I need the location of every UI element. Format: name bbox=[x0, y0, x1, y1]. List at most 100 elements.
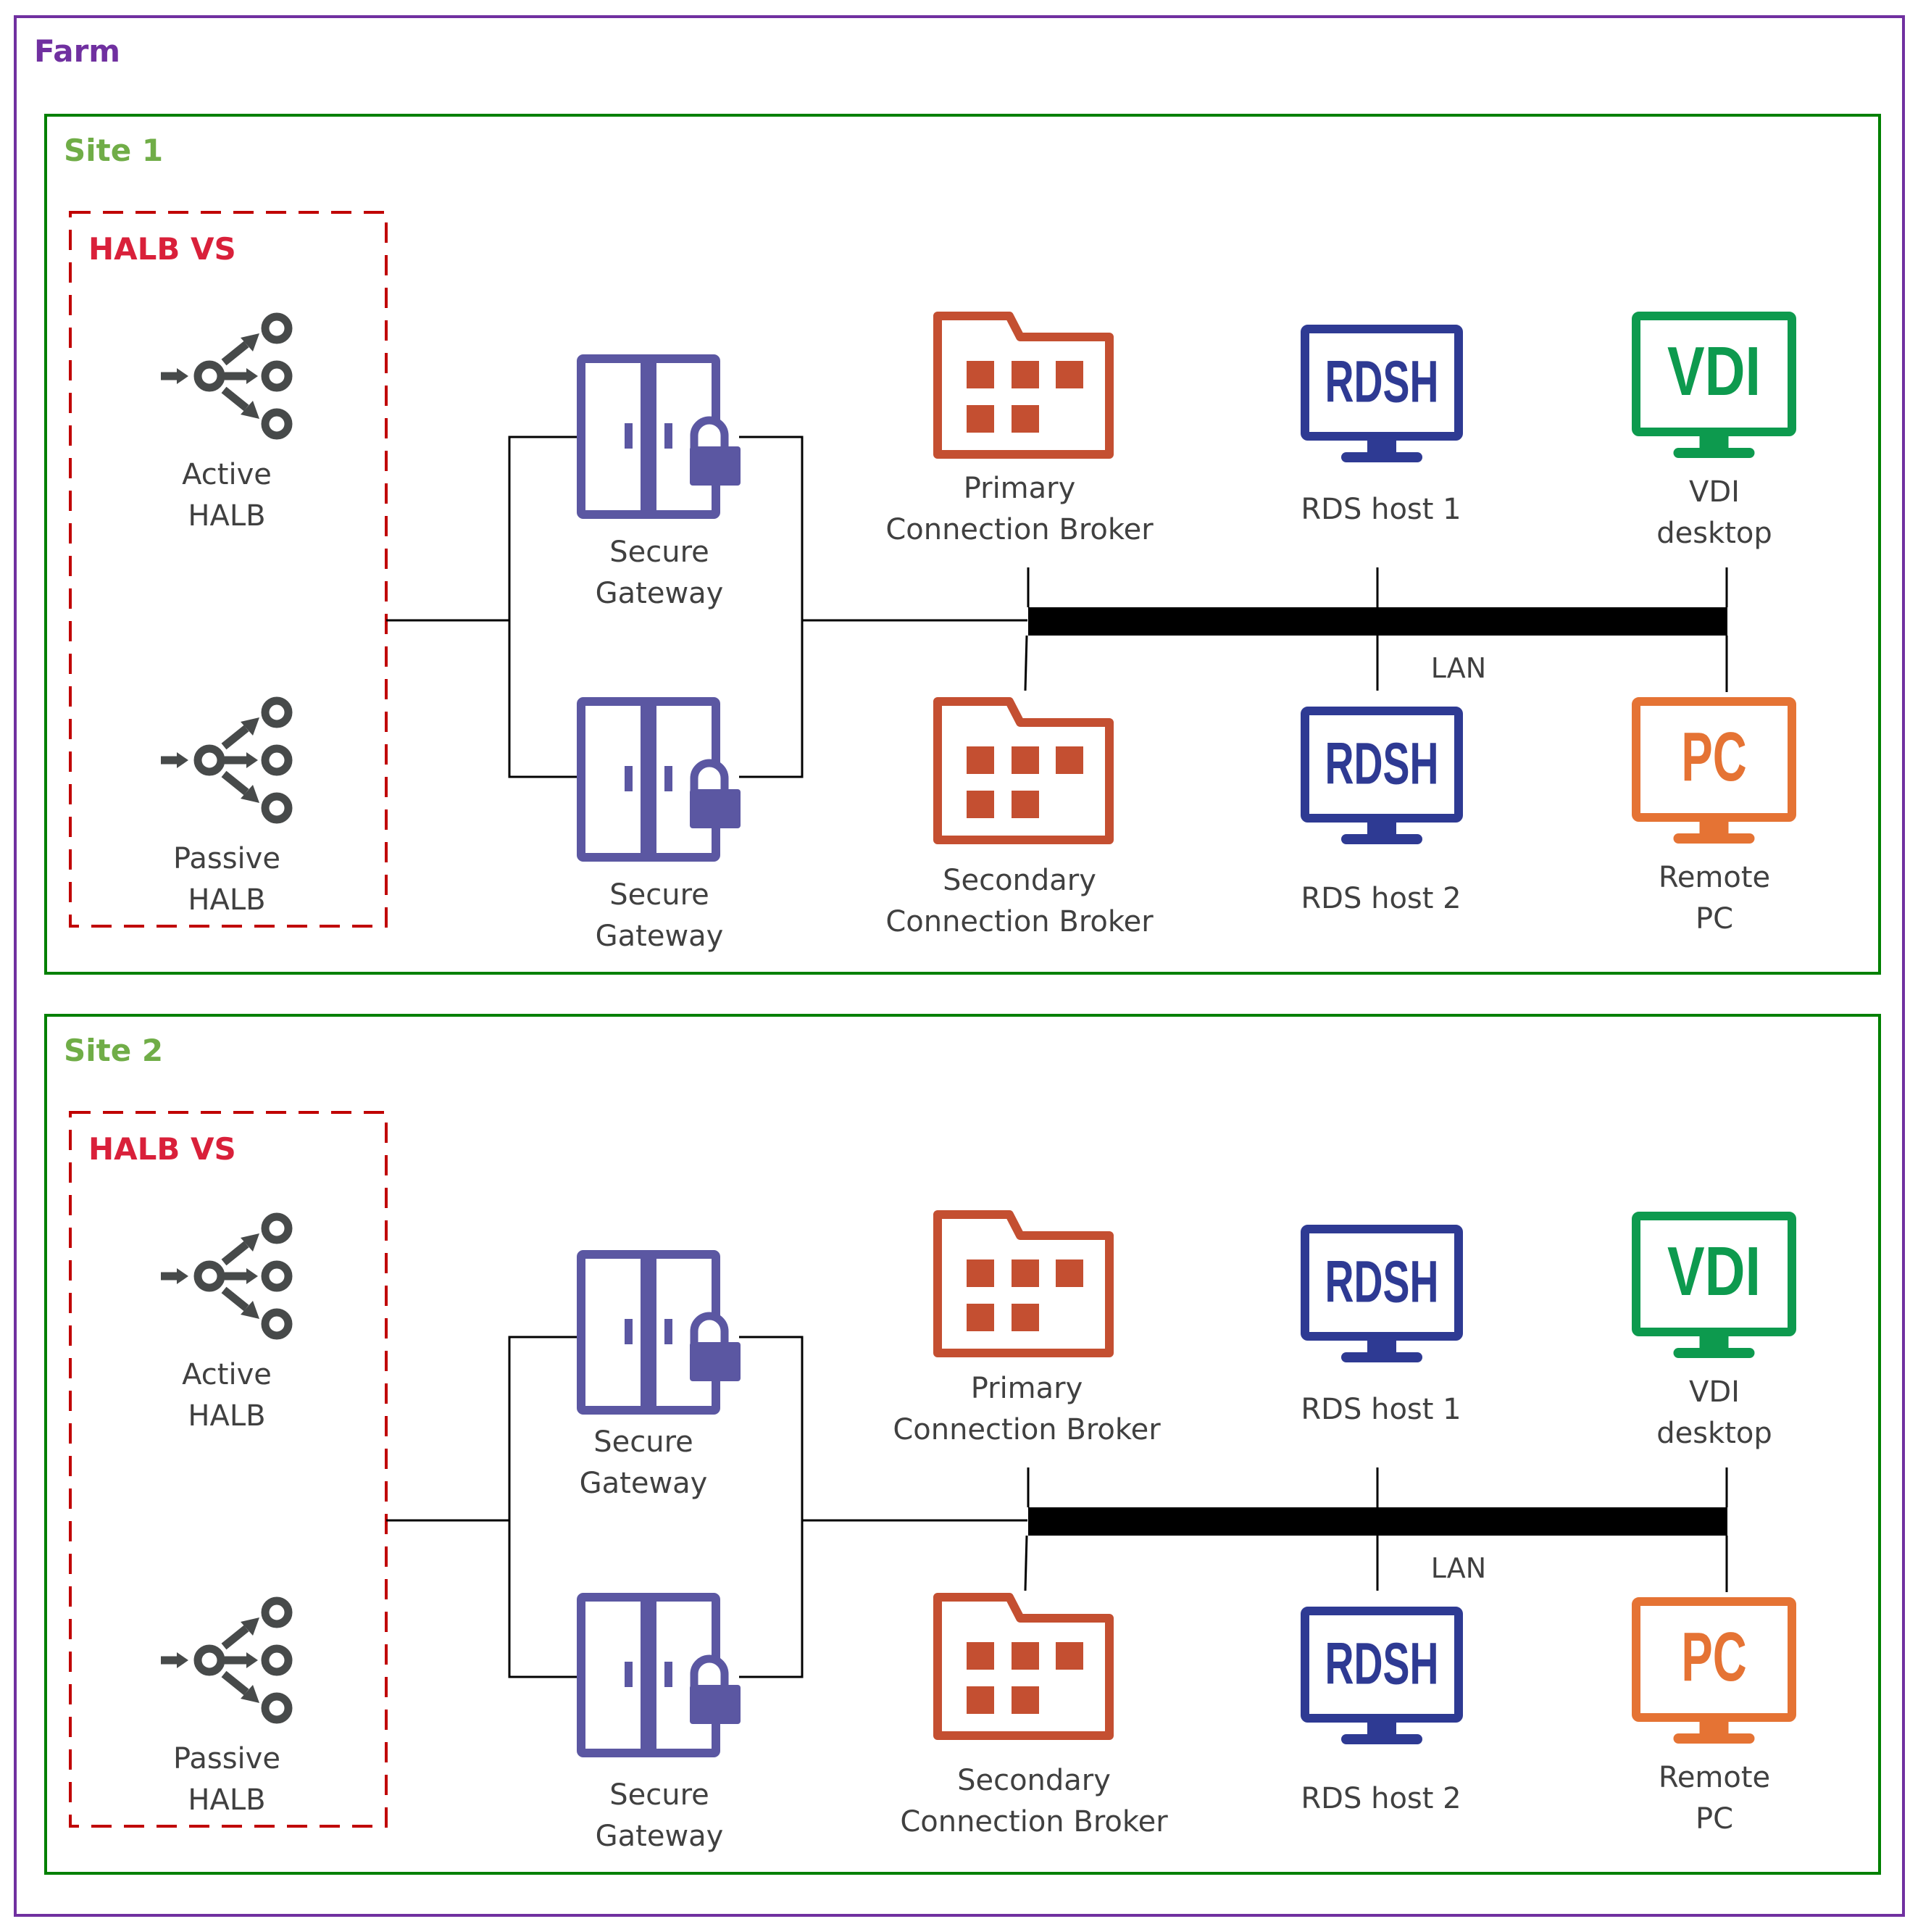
target-ring bbox=[261, 1308, 293, 1340]
arrow-head bbox=[246, 752, 258, 768]
door-handle bbox=[664, 1319, 672, 1344]
target-ring bbox=[261, 792, 293, 824]
target-ring bbox=[261, 1692, 293, 1724]
site-label: Site 1 bbox=[64, 133, 163, 168]
target-ring bbox=[261, 408, 293, 440]
monitor-screen bbox=[1301, 707, 1463, 823]
passive-halb[interactable] bbox=[161, 1596, 293, 1724]
monitor-text: RDSH bbox=[1325, 731, 1439, 797]
secure-gateway-bottom[interactable] bbox=[577, 1593, 741, 1757]
vdi-desktop[interactable]: VDI bbox=[1632, 1212, 1796, 1358]
monitor-text: RDSH bbox=[1325, 1631, 1439, 1697]
secure-gateway-bottom[interactable] bbox=[577, 697, 741, 862]
arrow-head bbox=[241, 1617, 259, 1636]
secondary-connection-broker[interactable] bbox=[933, 697, 1114, 844]
monitor-text: VDI bbox=[1667, 1233, 1761, 1310]
primary-connection-broker[interactable] bbox=[933, 1210, 1114, 1357]
arrow-head bbox=[241, 401, 259, 419]
remote-pc[interactable]: PC bbox=[1632, 697, 1796, 844]
arrow-head bbox=[241, 1685, 259, 1703]
active-halb[interactable] bbox=[161, 312, 293, 440]
connection-broker-folder-icon bbox=[933, 1593, 1114, 1740]
monitor-screen bbox=[1632, 1597, 1796, 1722]
grid-tile bbox=[1012, 1686, 1039, 1714]
rdsh-monitor-icon: RDSH bbox=[1301, 325, 1463, 462]
arrow-shaft bbox=[221, 1625, 249, 1650]
secure-gateway-top[interactable] bbox=[577, 354, 741, 519]
folder-outline bbox=[933, 312, 1114, 459]
rds-host-2[interactable]: RDSH bbox=[1301, 1607, 1463, 1744]
secure-gateway-top[interactable] bbox=[577, 1250, 741, 1415]
gateway-right-bracket bbox=[739, 436, 804, 778]
remote-pc[interactable]: PC bbox=[1632, 1597, 1796, 1744]
connector-lines bbox=[386, 1336, 1728, 1678]
monitor-stand bbox=[1341, 834, 1422, 844]
grid-tile bbox=[1012, 405, 1039, 433]
monitor-text: PC bbox=[1681, 1618, 1746, 1696]
arrow-head bbox=[177, 1268, 188, 1284]
pc-monitor-icon: PC bbox=[1632, 1597, 1796, 1744]
door-handle bbox=[625, 1319, 633, 1344]
monitor-neck bbox=[1699, 820, 1729, 836]
site-label: Site 2 bbox=[64, 1033, 163, 1068]
grid-tile bbox=[1056, 361, 1083, 388]
door-divider bbox=[641, 359, 656, 515]
arrow-shaft bbox=[221, 1241, 249, 1266]
monitor-neck bbox=[1699, 435, 1729, 451]
arrow-shaft bbox=[221, 1670, 249, 1696]
arrow-head bbox=[241, 1301, 259, 1319]
target-ring bbox=[261, 1644, 293, 1676]
arrow-shaft bbox=[221, 386, 249, 412]
arrow-head bbox=[177, 368, 188, 384]
rds-host-1-label: RDS host 1 bbox=[1301, 493, 1461, 526]
lock-shackle bbox=[690, 759, 729, 791]
rds-host-1[interactable]: RDSH bbox=[1301, 325, 1463, 462]
site-border bbox=[44, 1014, 1881, 1875]
lan-label: LAN bbox=[1431, 652, 1486, 684]
monitor-neck bbox=[1367, 439, 1396, 455]
arrow-shaft bbox=[221, 1286, 249, 1312]
connection-broker-folder-icon bbox=[933, 697, 1114, 844]
primary-connection-broker[interactable] bbox=[933, 312, 1114, 459]
target-ring bbox=[261, 1212, 293, 1244]
arrow-shaft bbox=[221, 725, 249, 750]
rds-host-1-label: RDS host 1 bbox=[1301, 1393, 1461, 1426]
rds-host-2[interactable]: RDSH bbox=[1301, 707, 1463, 844]
active-halb[interactable] bbox=[161, 1212, 293, 1340]
grid-tile bbox=[967, 1304, 994, 1331]
connector-lines bbox=[386, 436, 1728, 778]
folder-outline bbox=[933, 1210, 1114, 1357]
lan-drop-secondary-broker bbox=[1024, 1535, 1028, 1591]
target-ring bbox=[261, 696, 293, 728]
arrow-head bbox=[241, 717, 259, 736]
site-border bbox=[44, 114, 1881, 975]
monitor-text: PC bbox=[1681, 718, 1746, 796]
secondary-connection-broker[interactable] bbox=[933, 1593, 1114, 1740]
arrow-head bbox=[246, 368, 258, 384]
rds-host-1[interactable]: RDSH bbox=[1301, 1225, 1463, 1362]
load-balancer-icon bbox=[161, 312, 293, 440]
farm-label: Farm bbox=[34, 33, 120, 69]
monitor-text: RDSH bbox=[1325, 349, 1439, 415]
arrow-shaft bbox=[221, 341, 249, 366]
rds-host-2-label: RDS host 2 bbox=[1301, 1782, 1461, 1815]
rdsh-monitor-icon: RDSH bbox=[1301, 1607, 1463, 1744]
monitor-neck bbox=[1367, 821, 1396, 837]
grid-tile bbox=[1012, 361, 1039, 388]
arrow-head bbox=[241, 1233, 259, 1252]
arrow-head bbox=[246, 1652, 258, 1668]
passive-halb[interactable] bbox=[161, 696, 293, 824]
monitor-neck bbox=[1699, 1720, 1729, 1736]
vdi-desktop[interactable]: VDI bbox=[1632, 312, 1796, 458]
door-divider bbox=[641, 1254, 656, 1410]
node-ring bbox=[193, 1260, 225, 1292]
rds-host-2-label: RDS host 2 bbox=[1301, 882, 1461, 915]
